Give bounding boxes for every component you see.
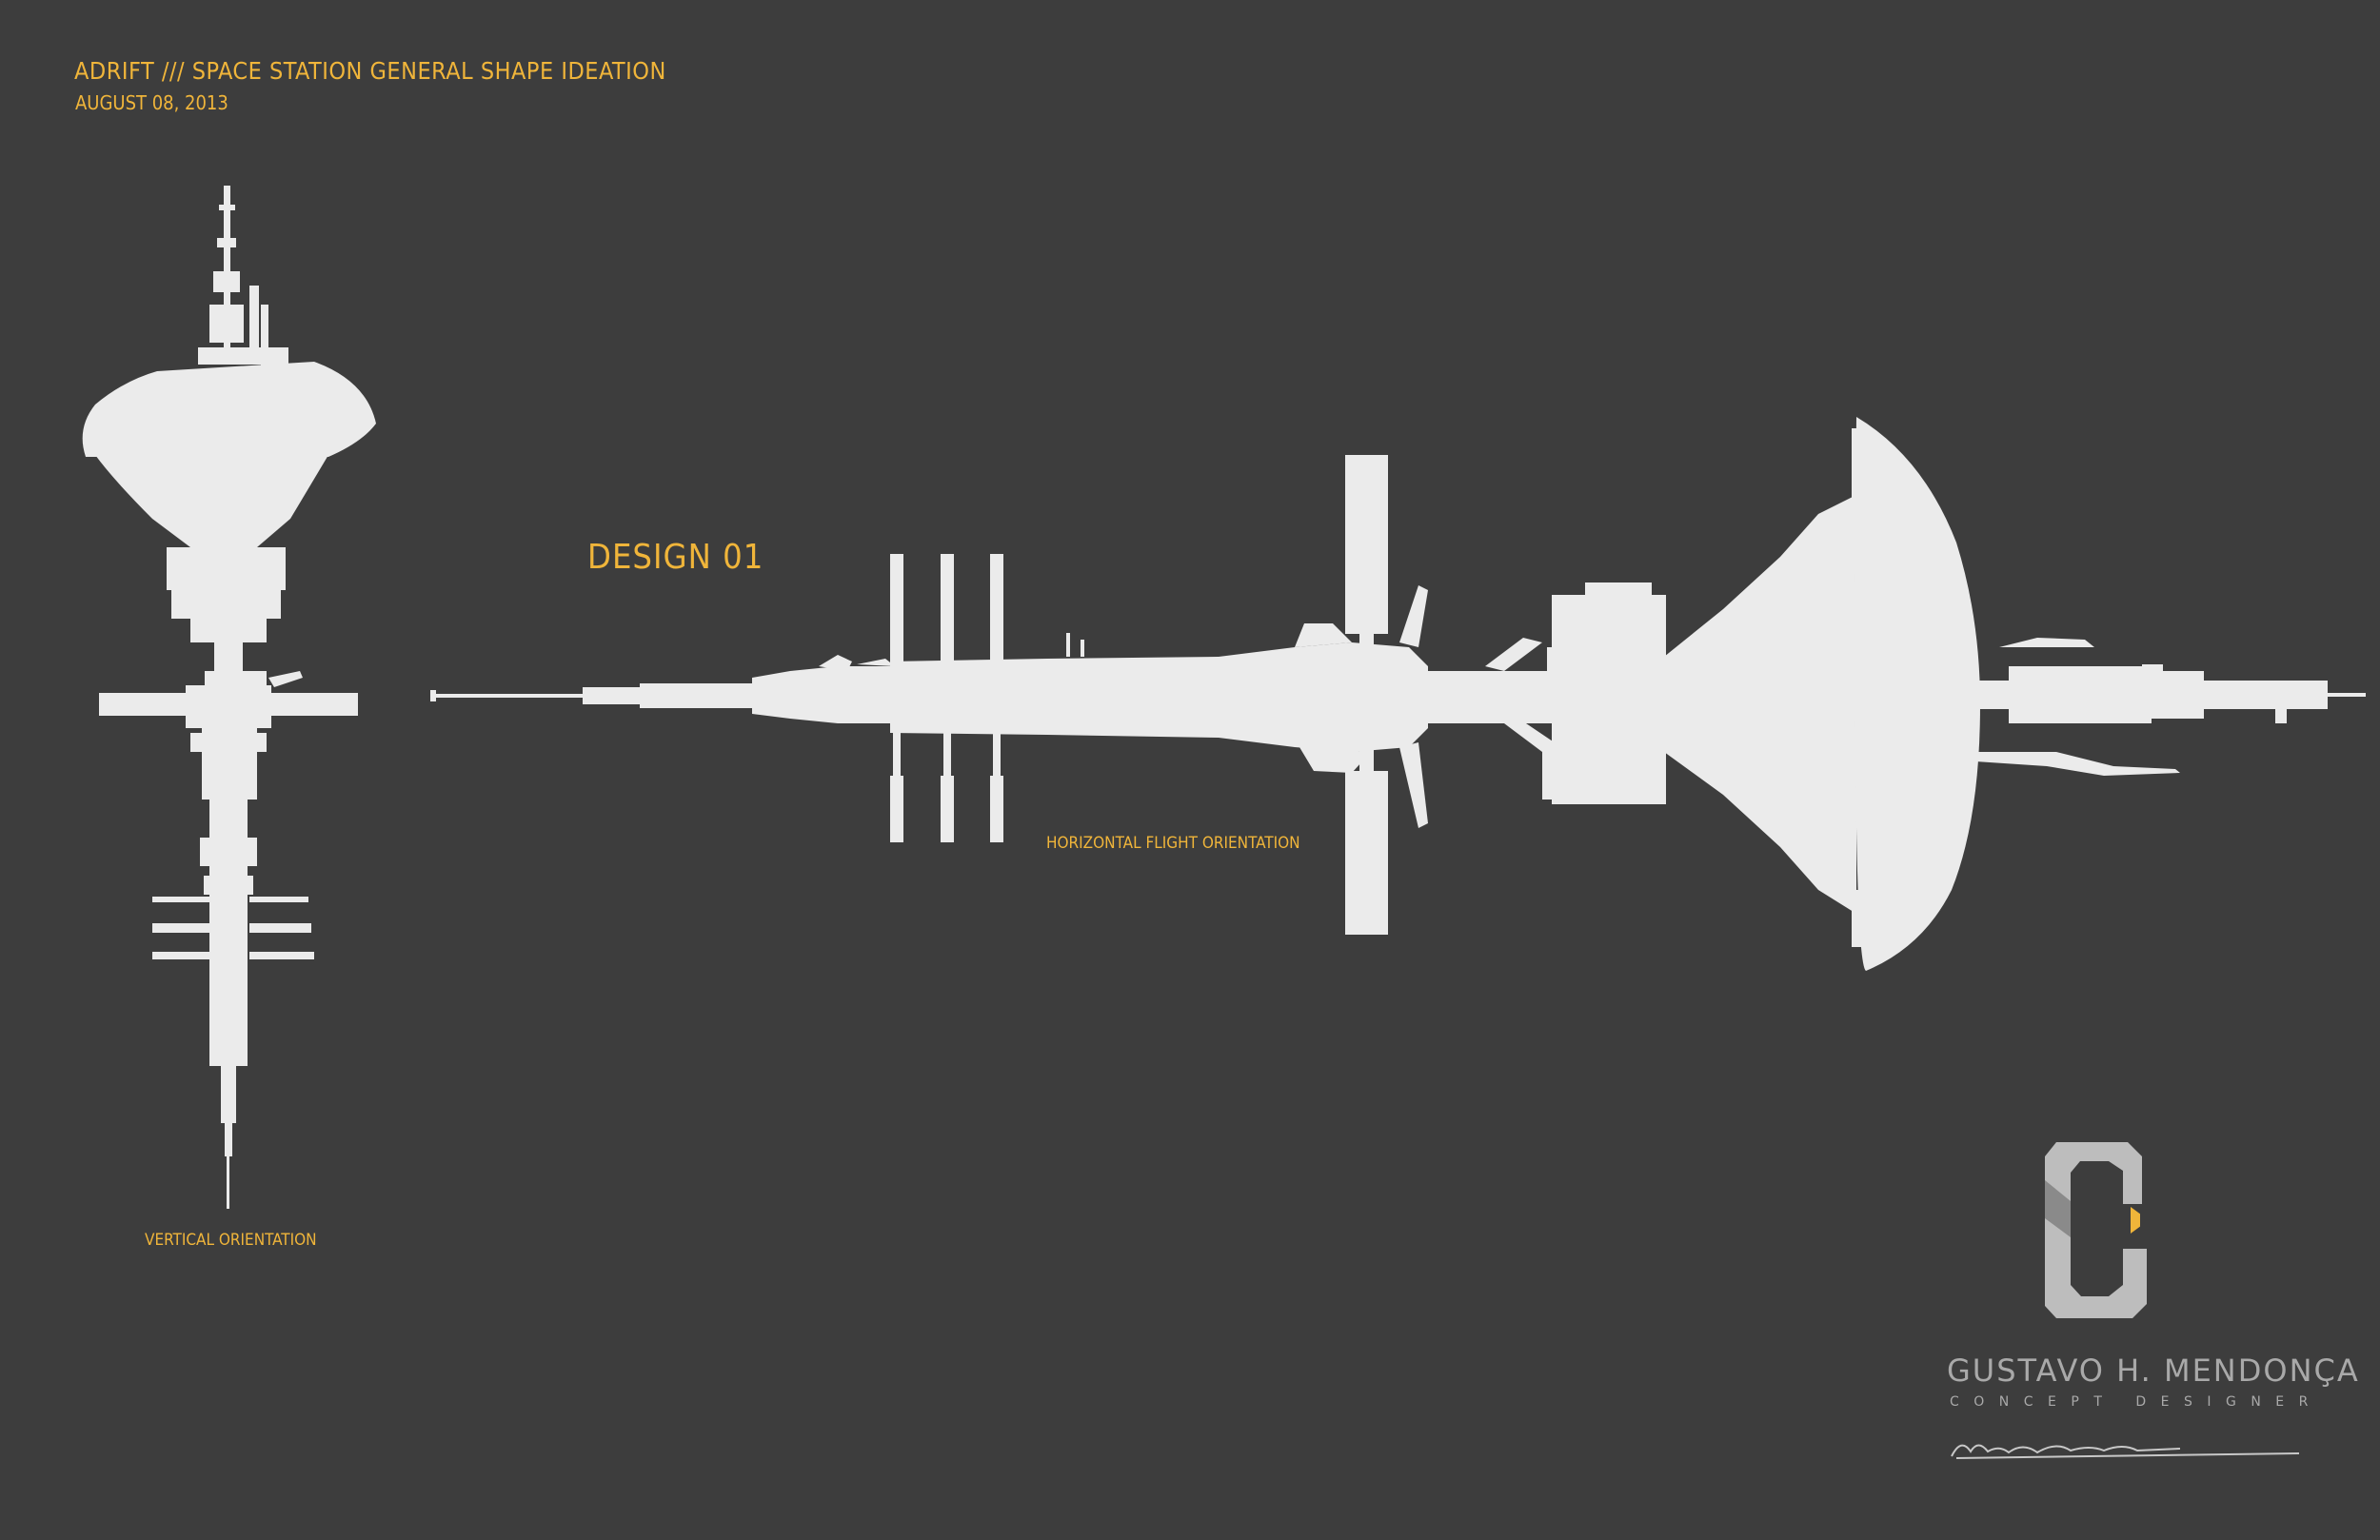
- vertical-orientation-label: VERTICAL ORIENTATION: [145, 1231, 317, 1250]
- designer-name: GUSTAVO H. MENDONÇA: [1947, 1352, 2360, 1389]
- sheet-title: ADRIFT /// SPACE STATION GENERAL SHAPE I…: [74, 57, 666, 85]
- sheet-date: AUGUST 08, 2013: [75, 91, 228, 114]
- vertical-station-silhouette: [82, 186, 377, 1209]
- g-monogram-logo-icon: [2045, 1142, 2153, 1318]
- designer-role: CONCEPT DESIGNER: [1950, 1394, 2323, 1410]
- design-label: DESIGN 01: [587, 538, 764, 577]
- horizontal-orientation-label: HORIZONTAL FLIGHT ORIENTATION: [1046, 834, 1300, 853]
- horizontal-station-silhouette: [430, 417, 2366, 971]
- signature-icon: [1951, 1444, 2300, 1459]
